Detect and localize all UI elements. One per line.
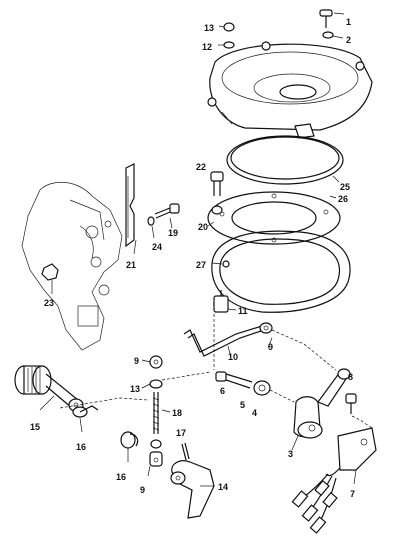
callout-24: 24	[152, 242, 162, 252]
callout-23: 23	[44, 298, 54, 308]
callout-2: 2	[346, 35, 351, 45]
throttle-lever-3	[293, 368, 351, 439]
callout-20: 20	[198, 222, 208, 232]
callout-25: 25	[340, 182, 350, 192]
ball-joint-9-top	[149, 355, 163, 369]
fitting-11	[213, 290, 229, 313]
nut-13-rod	[149, 379, 163, 389]
washer-20	[211, 205, 223, 215]
carburetor-housing	[21, 181, 123, 351]
spacer-5	[253, 380, 271, 396]
callout-8: 8	[348, 372, 353, 382]
washer-24	[147, 216, 155, 226]
callout-4: 4	[252, 408, 257, 418]
callout-26: 26	[338, 194, 348, 204]
screw-6	[215, 371, 253, 389]
callout-7: 7	[350, 489, 355, 499]
ring-25	[226, 135, 344, 185]
callout-13-rod: 13	[130, 384, 140, 394]
callout-9-right: 9	[268, 342, 273, 352]
cover-plate	[207, 41, 373, 139]
callout-19: 19	[168, 228, 178, 238]
leader-lines	[39, 12, 357, 487]
callout-10: 10	[228, 352, 238, 362]
screw-1	[319, 9, 333, 28]
callout-9-top: 9	[134, 356, 139, 366]
callout-13-top: 13	[204, 23, 214, 33]
bracket-7	[325, 427, 377, 477]
clip-16-center	[120, 431, 139, 449]
nut-13-lower	[150, 439, 162, 449]
fitting-9-right	[259, 322, 273, 334]
nut-23	[41, 263, 59, 281]
callout-6: 6	[220, 386, 225, 396]
callout-15: 15	[30, 422, 40, 432]
callout-21: 21	[126, 260, 136, 270]
connector-group	[291, 473, 338, 534]
callout-3: 3	[288, 449, 293, 459]
callout-11: 11	[238, 306, 248, 316]
nut-13-top	[223, 22, 235, 32]
tube-10	[183, 325, 265, 357]
rod-18	[152, 392, 160, 434]
callout-1: 1	[346, 17, 351, 27]
callout-5: 5	[240, 400, 245, 410]
washer-2	[322, 31, 334, 39]
callout-9-bottom: 9	[140, 485, 145, 495]
screw-8	[345, 393, 357, 414]
clip-16-left	[72, 405, 99, 418]
screw-19	[154, 203, 180, 219]
screw-22	[210, 171, 224, 196]
callout-16-center: 16	[116, 472, 126, 482]
callout-27: 27	[196, 260, 206, 270]
callout-22: 22	[196, 162, 206, 172]
pin-17	[181, 442, 190, 461]
callout-14: 14	[218, 482, 228, 492]
gasket-26	[207, 191, 341, 245]
bracket-21	[125, 163, 135, 248]
callout-18: 18	[172, 408, 182, 418]
callout-17: 17	[176, 428, 186, 438]
ball-joint-9-bottom	[149, 451, 163, 467]
lever-14	[170, 460, 215, 519]
washer-12	[223, 41, 235, 49]
callout-12: 12	[202, 42, 212, 52]
shaft-15	[14, 365, 84, 412]
callout-16-left: 16	[76, 442, 86, 452]
gasket-27	[211, 230, 351, 313]
